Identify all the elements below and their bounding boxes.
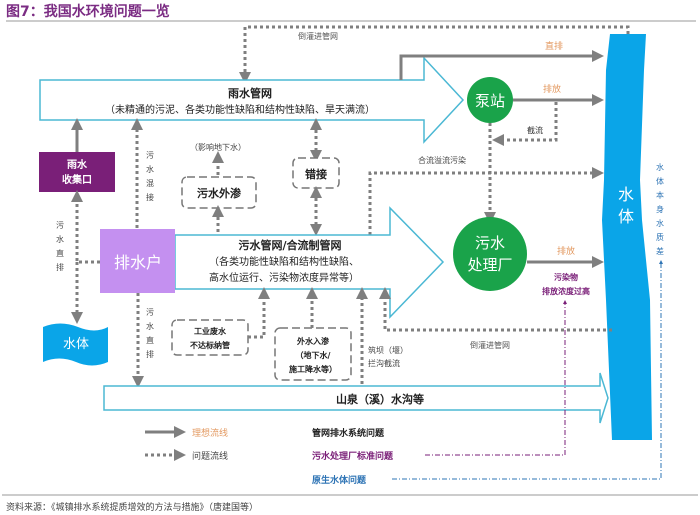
stream-arrow (103, 372, 609, 424)
river-label-1: 水 (618, 185, 634, 204)
svg-text:直: 直 (56, 248, 64, 258)
sewer-pipe-desc-1: （各类功能性缺陷和结构性缺陷、 (209, 255, 359, 268)
water-problem-line (392, 260, 663, 480)
svg-text:接: 接 (146, 192, 154, 202)
legend: 理想流线 问题流线 管网排水系统问题 污水处理厂标准问题 原生水体问题 (145, 426, 394, 486)
figure-title: 图7：我国水环境问题一览 (6, 3, 170, 20)
stream-label: 山泉（溪）水沟等 (336, 392, 424, 406)
sewer-pipe-desc-2: 高水位运行、污染物浓度异常等） (209, 271, 359, 284)
sewer-pipe-title: 污水管网/合流制管网 (238, 238, 341, 252)
sewage-direct-mid-label: 污 水 直 排 (146, 307, 154, 359)
cso-line (368, 167, 604, 235)
svg-text:水: 水 (656, 218, 664, 228)
infiltration-label-1: 外水入渗 (297, 336, 330, 346)
pollutant-high-label-1: 污染物 (554, 272, 578, 282)
svg-text:水: 水 (146, 321, 154, 331)
svg-text:水: 水 (146, 164, 154, 174)
sewage-direct-left-label: 污 水 直 排 (56, 220, 64, 272)
svg-text:直: 直 (146, 335, 154, 345)
pollutant-high-label-2: 排放浓度过高 (542, 286, 590, 296)
svg-text:质: 质 (656, 232, 664, 242)
cso-label: 合流溢流污染 (418, 155, 466, 165)
legend-ideal-flow-label: 理想流线 (192, 427, 228, 439)
rain-inlet-label-2: 收集口 (62, 173, 92, 186)
svg-text:水: 水 (56, 234, 64, 244)
wwtp-problem-line (425, 300, 567, 456)
legend-wwtp-problem: 污水处理厂标准问题 (312, 450, 394, 462)
pump-discharge-label: 排放 (543, 83, 561, 95)
legend-water-problem: 原生水体问题 (312, 474, 367, 486)
backflow-top-line (239, 25, 630, 84)
household-label: 排水户 (114, 253, 162, 272)
rain-pipe-desc: （未精通的污泥、各类功能性缺陷和结构性缺陷、旱天满流） (105, 103, 375, 116)
wwtp-label-1: 污水 (475, 234, 505, 252)
affects-groundwater-label: （影响地下水） (190, 142, 246, 152)
svg-text:本: 本 (656, 190, 664, 200)
misconnection-label: 错接 (305, 167, 327, 181)
rain-pipe-arrow (39, 56, 465, 144)
svg-text:污: 污 (56, 220, 64, 230)
source-note: 资料来源：《城镇排水系统提质增效的方法与措施》（唐建国等） (6, 501, 258, 513)
river-label-2: 体 (618, 207, 634, 226)
svg-text:身: 身 (656, 204, 664, 214)
water-quality-poor-label: 水 体 本 身 水 质 差 (656, 162, 664, 256)
wwtp-node (453, 217, 527, 291)
small-water-body (43, 323, 108, 366)
pump-station-label: 泵站 (475, 92, 505, 110)
interception-label: 截流 (527, 125, 543, 135)
dam-label-2: 拦沟截流 (368, 358, 400, 368)
legend-pipe-problem: 管网排水系统问题 (312, 427, 385, 439)
direct-discharge-label: 直排 (545, 40, 563, 52)
svg-text:排: 排 (146, 349, 154, 359)
legend-problem-flow-label: 问题流线 (192, 450, 228, 462)
pump-station-node (467, 77, 513, 123)
infiltration-label-3: 施工降水等） (289, 364, 337, 374)
svg-text:排: 排 (56, 262, 64, 272)
sewer-pipe-arrow (174, 206, 445, 319)
rain-pipe-title: 雨水管网 (228, 86, 272, 100)
industrial-label-1: 工业废水 (194, 326, 227, 336)
interception-line (492, 102, 558, 146)
svg-text:污: 污 (146, 150, 154, 160)
industrial-label-2: 不达标纳管 (190, 340, 230, 350)
rain-inlet-node (39, 152, 115, 192)
sewage-exfiltration-label: 污水外渗 (197, 186, 242, 200)
wwtp-label-2: 处理厂 (467, 256, 512, 274)
svg-text:差: 差 (656, 246, 664, 256)
industrial-to-sewer-line (248, 287, 270, 339)
backflow-bottom-label: 倒灌进管网 (470, 340, 510, 350)
household-to-inlet-line (71, 190, 100, 264)
infiltration-label-2: （地下水/ (296, 350, 331, 360)
household-node (100, 229, 175, 293)
backflow-top-label: 倒灌进管网 (298, 31, 338, 41)
mixed-connection-label: 污 水 混 接 (146, 150, 154, 202)
backflow-bottom-line (379, 287, 612, 332)
svg-text:混: 混 (146, 179, 154, 188)
small-water-body-label: 水体 (63, 337, 89, 352)
rain-inlet-label-1: 雨水 (67, 158, 88, 171)
svg-text:水: 水 (656, 162, 664, 172)
river-water-body (602, 34, 652, 440)
svg-text:污: 污 (146, 307, 154, 317)
dam-label-1: 筑坝（堰） (368, 345, 408, 355)
svg-text:体: 体 (656, 176, 664, 186)
infiltration-box (274, 327, 352, 381)
wwtp-discharge-label: 排放 (557, 245, 575, 257)
direct-discharge-arrow (399, 50, 604, 80)
